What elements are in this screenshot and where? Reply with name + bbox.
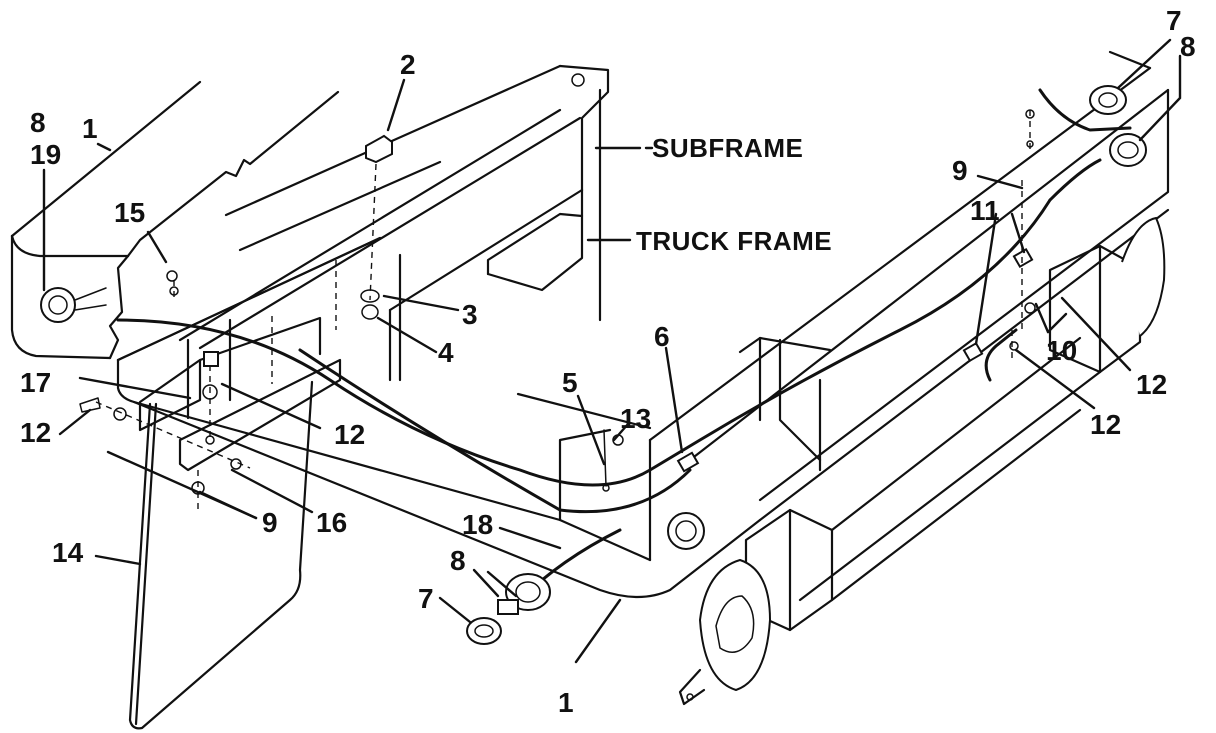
rear-lamp-center [667, 512, 705, 550]
frame-labels: SUBFRAME TRUCK FRAME [636, 133, 832, 256]
truck-frame-label: TRUCK FRAME [636, 226, 832, 256]
callout-7-lower: 7 [418, 583, 434, 614]
right-spring-hanger [1121, 216, 1166, 337]
subframe-rails [116, 64, 610, 382]
callout-2: 2 [400, 49, 416, 80]
callout-8-upper: 8 [1180, 31, 1196, 62]
callout-9-upper: 9 [952, 155, 968, 186]
callout-12-right-upper: 12 [1136, 369, 1167, 400]
callout-10: 10 [1046, 335, 1077, 366]
callout-18: 18 [462, 509, 493, 540]
leader-lines [42, 38, 1182, 664]
callout-17: 17 [20, 367, 51, 398]
wiring-harness [116, 88, 1132, 602]
callout-15: 15 [114, 197, 145, 228]
callout-12-left: 12 [20, 417, 51, 448]
callout-19: 19 [30, 139, 61, 170]
side-marker-lamp-left [40, 287, 76, 323]
truck-frame-members [678, 216, 1166, 706]
subframe-label: SUBFRAME [652, 133, 803, 163]
lamp-lens [466, 617, 502, 645]
callout-16: 16 [316, 507, 347, 538]
callout-11: 11 [970, 195, 1000, 226]
callout-12-center: 12 [334, 419, 365, 450]
callout-6: 6 [654, 321, 670, 352]
callout-12-right-lower: 12 [1090, 409, 1121, 440]
lamp-connector [497, 599, 519, 615]
callout-8-left: 8 [30, 107, 46, 138]
rear-lamps-upper [1025, 85, 1147, 167]
callout-14: 14 [52, 537, 84, 568]
callout-9-lower: 9 [262, 507, 278, 538]
center-hardware [166, 134, 1036, 492]
rear-lamps-lower [466, 573, 551, 645]
callout-5: 5 [562, 367, 578, 398]
callout-3: 3 [462, 299, 478, 330]
left-spring-hanger [698, 558, 772, 692]
right-body-panel [648, 50, 1170, 522]
mudflap-assembly [79, 316, 342, 730]
callout-4: 4 [438, 337, 454, 368]
callout-1-bottom: 1 [558, 687, 574, 718]
rear-body-panel [116, 236, 762, 599]
callout-numbers: 1 1 2 3 4 5 6 7 7 8 8 8 9 9 10 11 12 12 … [20, 5, 1196, 718]
part-2-clip [365, 134, 393, 164]
callout-1-left: 1 [82, 113, 98, 144]
callout-8-lower: 8 [450, 545, 466, 576]
callout-13: 13 [620, 403, 651, 434]
left-body-panel [10, 80, 340, 360]
callout-7-upper: 7 [1166, 5, 1182, 36]
